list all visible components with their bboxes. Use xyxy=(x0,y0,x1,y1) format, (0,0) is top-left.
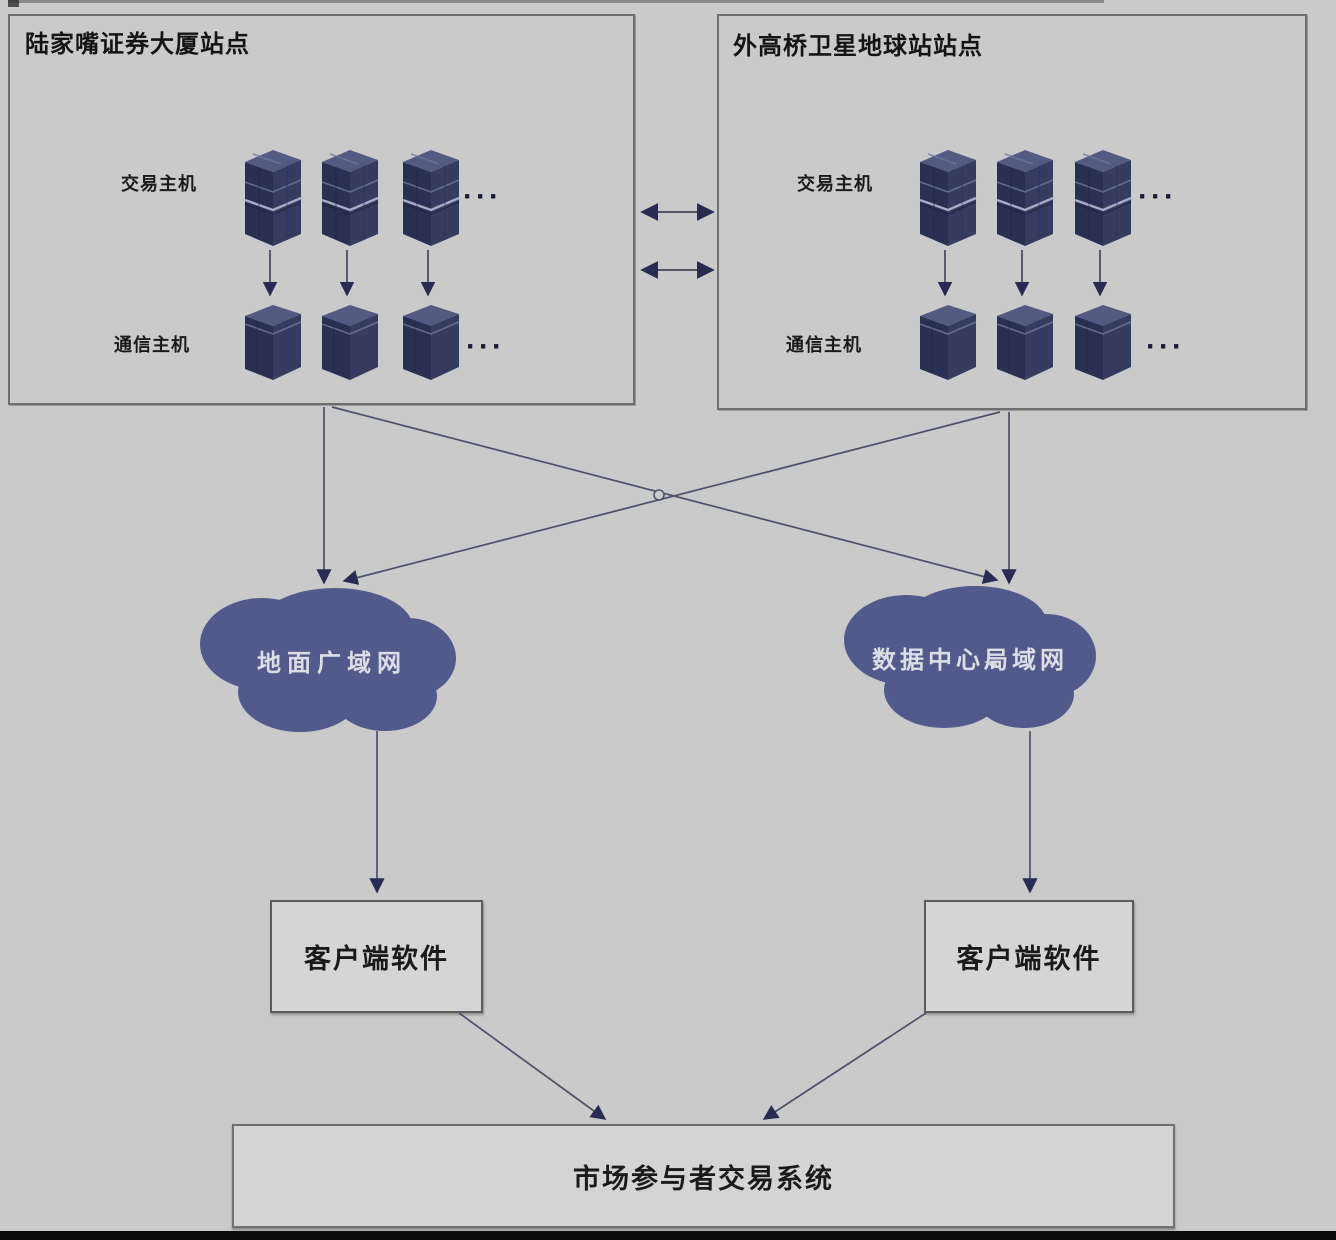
top-edge-notch xyxy=(8,0,19,7)
cloud-ground-wan-icon xyxy=(200,588,456,732)
market-system-label: 市场参与者交易系统 xyxy=(573,1163,834,1194)
cloud-datacenter-lan-icon xyxy=(844,586,1096,728)
site-box-waigaoqiao xyxy=(717,14,1307,410)
site-box-lujiazui xyxy=(8,14,635,405)
bottom-edge-bar xyxy=(0,1231,1336,1240)
arrow-right-site-to-ground-wan xyxy=(342,411,1001,585)
datacenter-lan-label: 数据中心局域网 xyxy=(872,647,1068,674)
more-servers-indicator: ··· xyxy=(466,330,505,363)
arrow-left-client-to-system xyxy=(458,1012,607,1120)
client-software-box-left: 客户端软件 xyxy=(270,900,483,1013)
market-system-box: 市场参与者交易系统 xyxy=(232,1124,1175,1228)
top-edge-artifact xyxy=(8,0,1104,3)
site-title-waigaoqiao: 外高桥卫星地球站站点 xyxy=(733,33,983,60)
comm-hosts-label-left: 通信主机 xyxy=(114,335,190,355)
more-servers-indicator: ··· xyxy=(1138,180,1177,213)
client-software-box-right: 客户端软件 xyxy=(924,900,1134,1013)
comm-hosts-label-right: 通信主机 xyxy=(786,335,862,355)
trading-hosts-label-right: 交易主机 xyxy=(797,174,873,194)
client-software-label-right: 客户端软件 xyxy=(956,944,1102,974)
more-servers-indicator: ··· xyxy=(463,180,502,213)
trading-hosts-label-left: 交易主机 xyxy=(121,174,197,194)
more-servers-indicator: ··· xyxy=(1146,330,1185,363)
arrow-left-site-to-datacenter-lan xyxy=(331,406,999,584)
client-software-label-left: 客户端软件 xyxy=(304,944,449,974)
ground-wan-label: 地面广域网 xyxy=(257,649,407,677)
line-crossing-hop xyxy=(653,489,665,501)
site-title-lujiazui: 陆家嘴证券大厦站点 xyxy=(25,31,250,58)
arrow-right-client-to-system xyxy=(762,1012,927,1120)
